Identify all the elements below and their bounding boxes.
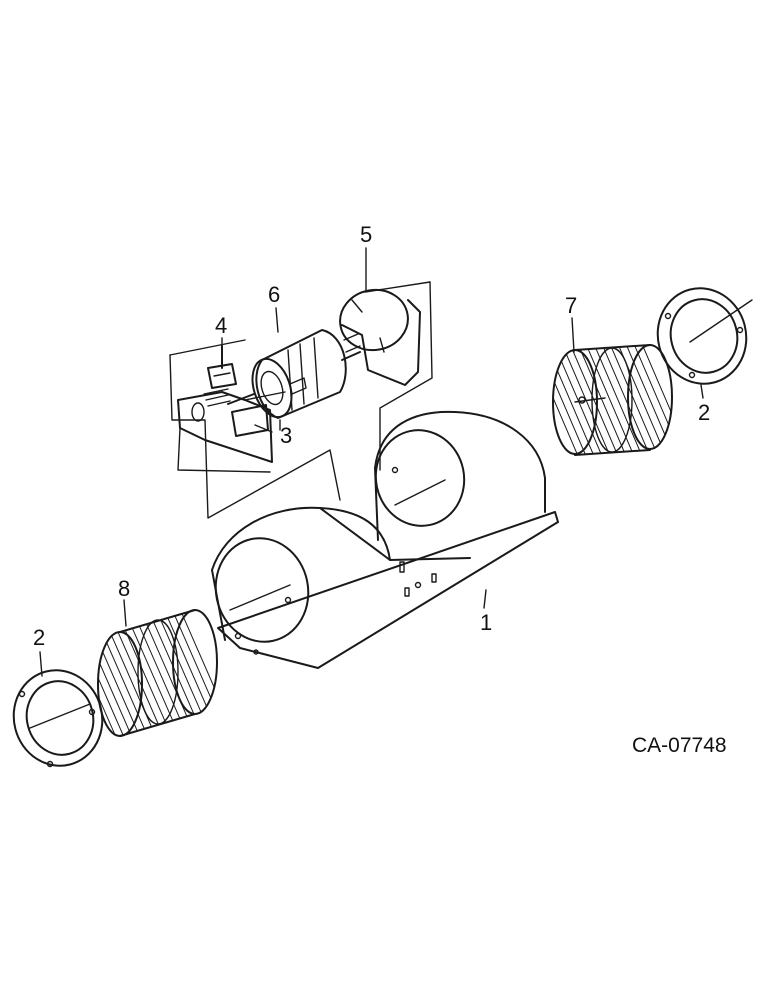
motor-mount xyxy=(339,288,421,386)
callout-housing: 1 xyxy=(480,610,492,635)
callout-ring-left: 2 xyxy=(33,625,45,650)
inlet-ring-left xyxy=(12,669,104,768)
callout-wheel-right: 7 xyxy=(565,293,577,318)
callout-bracket: 3 xyxy=(280,423,292,448)
callout-mount: 5 xyxy=(360,222,372,247)
blower-wheel-right xyxy=(552,344,673,456)
spring-clip xyxy=(203,345,237,407)
blower-housing xyxy=(211,410,559,669)
drawing-number: CA-07748 xyxy=(632,734,727,757)
callout-ring-right: 2 xyxy=(698,400,710,425)
blower-motor xyxy=(227,329,361,431)
bracket-frame xyxy=(169,281,433,519)
callout-clip: 4 xyxy=(215,313,227,338)
leader-lines xyxy=(39,247,704,677)
callout-motor: 6 xyxy=(268,282,280,307)
callout-wheel-left: 8 xyxy=(118,576,130,601)
motor-bracket xyxy=(177,391,286,473)
inlet-ring-right xyxy=(656,287,753,385)
